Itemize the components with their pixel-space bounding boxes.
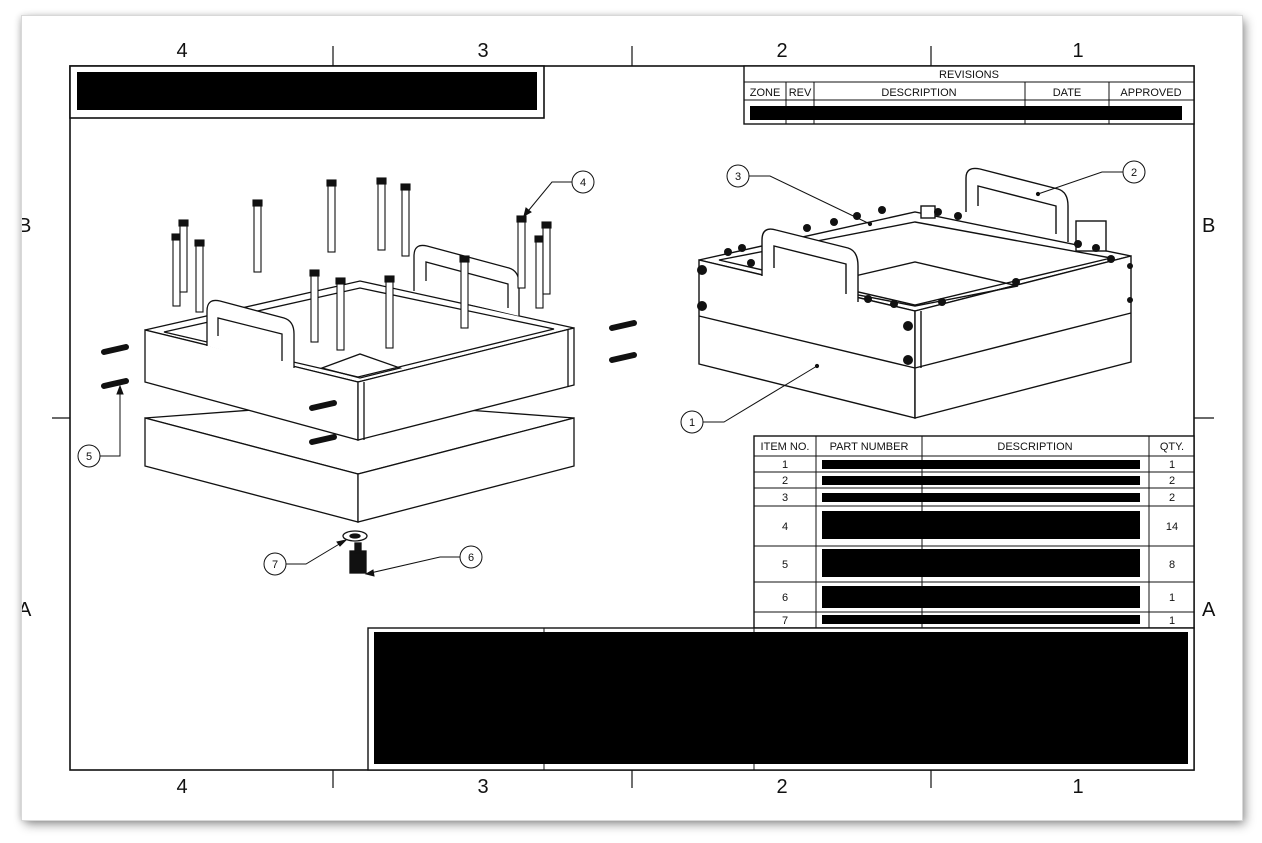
bom-item-2: 2	[782, 475, 788, 487]
title-block-redaction	[374, 632, 1188, 764]
exploded-handle-front	[206, 299, 295, 368]
rev-header-approved: APPROVED	[1120, 87, 1181, 99]
bom-item-1: 1	[782, 459, 788, 471]
drawing-sheet: 4 3 2 1 4 3 2 1 B A B A REVISIONS ZONE R…	[22, 16, 1242, 820]
bom-header-part-number: PART NUMBER	[830, 441, 909, 453]
bom-redaction-row-1	[822, 460, 1140, 469]
bom-item-7: 7	[782, 615, 788, 627]
zone-bottom-4: 4	[176, 776, 187, 798]
zone-top-1: 1	[1072, 40, 1083, 62]
assembled-handle-front	[761, 228, 859, 302]
zone-bottom-1: 1	[1072, 776, 1083, 798]
engineering-drawing: 4 3 2 1 4 3 2 1 B A B A REVISIONS ZONE R…	[22, 40, 1216, 798]
bom-item-4: 4	[782, 521, 788, 533]
bom-qty-2: 2	[1169, 475, 1175, 487]
zone-top-3: 3	[477, 40, 488, 62]
bom-redaction-row-3	[822, 493, 1140, 502]
title-block	[367, 627, 1195, 771]
zone-left-b: B	[22, 215, 31, 237]
bom-redaction-row-7	[822, 615, 1140, 624]
callout-7: 7	[272, 559, 278, 571]
exploded-foot	[349, 542, 367, 574]
bom-redaction-row-5	[822, 549, 1140, 577]
callout-1: 1	[689, 417, 695, 429]
rev-header-rev: REV	[789, 87, 812, 99]
bom-item-6: 6	[782, 592, 788, 604]
bom-qty-3: 2	[1169, 492, 1175, 504]
bom-table: ITEM NO. PART NUMBER DESCRIPTION QTY. 1 …	[753, 435, 1195, 629]
zone-left-a: A	[22, 599, 32, 621]
bom-header-qty: QTY.	[1160, 441, 1184, 453]
callouts	[77, 160, 1146, 577]
assembled-side-face	[914, 255, 1132, 419]
bom-qty-5: 8	[1169, 559, 1175, 571]
assembled-view	[697, 167, 1133, 419]
revisions-table: REVISIONS ZONE REV DESCRIPTION DATE APPR…	[743, 65, 1195, 125]
bom-qty-6: 1	[1169, 592, 1175, 604]
bom-header-description: DESCRIPTION	[997, 441, 1072, 453]
callout-3: 3	[735, 171, 741, 183]
zone-top-2: 2	[776, 40, 787, 62]
rev-header-description: DESCRIPTION	[881, 87, 956, 99]
rev-header-date: DATE	[1053, 87, 1082, 99]
bom-redaction-row-4	[822, 511, 1140, 539]
exploded-bolts	[171, 177, 552, 351]
bom-item-3: 3	[782, 492, 788, 504]
bom-qty-4: 14	[1166, 521, 1178, 533]
assembled-handle-back	[965, 167, 1069, 242]
proprietary-note-redaction	[77, 72, 537, 110]
assembled-bolt-heads	[697, 206, 1133, 365]
proprietary-note-box	[69, 65, 545, 119]
callout-6: 6	[468, 552, 474, 564]
callout-2: 2	[1131, 167, 1137, 179]
callout-4: 4	[580, 177, 586, 189]
zone-bottom-2: 2	[776, 776, 787, 798]
zone-bottom-3: 3	[477, 776, 488, 798]
exploded-washer	[342, 530, 368, 542]
bom-qty-1: 1	[1169, 459, 1175, 471]
revisions-title: REVISIONS	[939, 69, 999, 81]
bom-redaction-row-2	[822, 476, 1140, 485]
exploded-side-screws	[101, 320, 637, 445]
exploded-view	[101, 177, 637, 574]
rev-header-zone: ZONE	[750, 87, 781, 99]
revision-row-redaction	[750, 106, 1182, 120]
zone-right-b: B	[1202, 215, 1215, 237]
zone-top-4: 4	[176, 40, 187, 62]
callout-5: 5	[86, 451, 92, 463]
bom-header-item-no: ITEM NO.	[761, 441, 810, 453]
zone-right-a: A	[1202, 599, 1216, 621]
bom-item-5: 5	[782, 559, 788, 571]
bom-redaction-row-6	[822, 586, 1140, 608]
bom-qty-7: 1	[1169, 615, 1175, 627]
